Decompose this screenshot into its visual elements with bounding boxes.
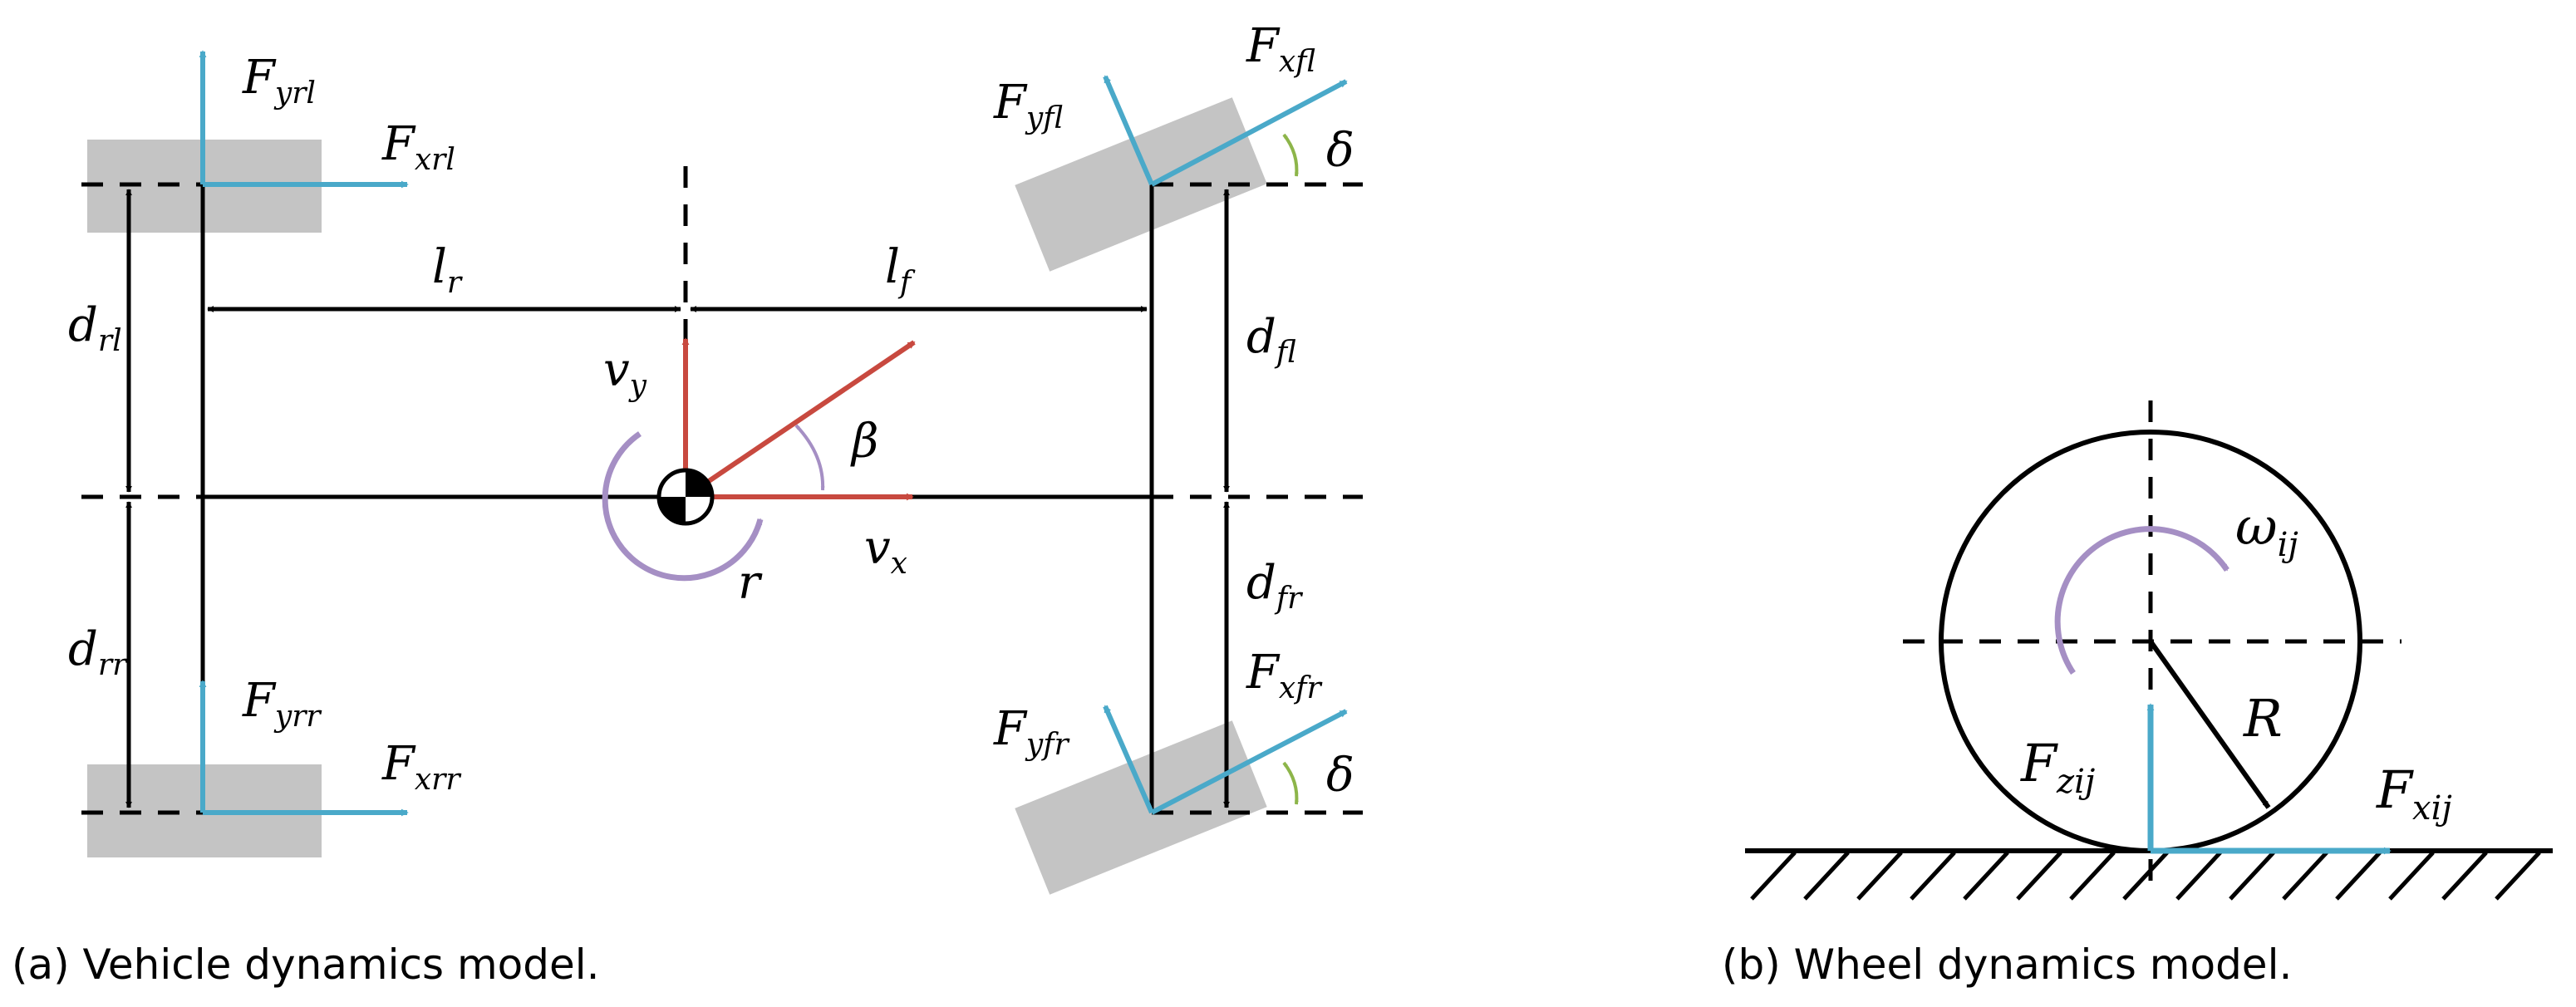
hatch-line — [2229, 851, 2275, 901]
label-dfr: dfr — [1246, 556, 1303, 616]
hatch-line — [1803, 851, 1850, 901]
steer-arc-front-right — [1282, 761, 1299, 805]
label-delta-front-right: δ — [1326, 749, 1354, 803]
hatch-line — [2335, 851, 2382, 901]
label-dfl: dfl — [1246, 310, 1296, 370]
label-fz: Fzij — [2020, 733, 2095, 801]
caption-vehicle: (a) Vehicle dynamics model. — [12, 941, 600, 989]
hatch-line — [1910, 851, 1956, 901]
vehicle-model: Fyrl Fxrl Fyrr Fxrr Fxfl Fyfl Fxfr Fyfr … — [12, 19, 1363, 989]
dimension-arrows — [125, 189, 1230, 808]
tire-front-left — [1015, 97, 1267, 272]
tire-front-right — [1015, 720, 1267, 895]
hatch-line — [2122, 851, 2169, 901]
velocity-arrow — [684, 340, 916, 499]
label-fyfl: Fyfl — [993, 76, 1063, 135]
label-vy: vy — [603, 343, 647, 403]
hatch-line — [2016, 851, 2062, 901]
yaw-rate-arrow — [602, 431, 764, 582]
radius-arrow — [2148, 640, 2271, 809]
label-fxrl: Fxrl — [381, 117, 455, 177]
ground-hatching — [1750, 851, 2541, 901]
label-drr: drr — [68, 622, 128, 682]
label-fyrl: Fyrl — [242, 51, 316, 111]
fxfr-arrow — [1150, 709, 1348, 815]
hatch-line — [2495, 851, 2541, 901]
label-lf: lf — [885, 240, 916, 300]
hatch-line — [2175, 851, 2222, 901]
hatch-line — [2388, 851, 2435, 901]
fyfr-arrow — [1103, 705, 1154, 814]
label-fx: Fxij — [2376, 759, 2452, 828]
label-delta-front-left: δ — [1326, 124, 1354, 178]
label-fxfr: Fxfr — [1246, 646, 1322, 705]
label-beta: β — [850, 415, 878, 469]
steer-arc-front-left — [1282, 133, 1299, 177]
hatch-line — [2282, 851, 2328, 901]
label-lr: lr — [432, 240, 463, 300]
angular-velocity-arrow — [2054, 526, 2229, 675]
label-vx: vx — [864, 521, 907, 581]
label-fyfr: Fyfr — [993, 702, 1070, 762]
hatch-line — [1856, 851, 1903, 901]
label-fxfl: Fxfl — [1246, 19, 1315, 79]
caption-wheel: (b) Wheel dynamics model. — [1722, 941, 2292, 989]
label-fxrr: Fxrr — [381, 737, 461, 797]
steer-arcs — [1282, 133, 1299, 805]
beta-arc — [794, 424, 825, 491]
wheel-model: ωij R Fzij Fxij (b) Wheel dynamics model… — [1722, 400, 2553, 989]
hatch-line — [2441, 851, 2488, 901]
label-yaw-rate: r — [738, 556, 763, 610]
velocity-vectors — [681, 337, 916, 501]
label-fyrr: Fyrr — [242, 674, 322, 734]
hatch-line — [1963, 851, 2009, 901]
hatch-line — [2069, 851, 2116, 901]
tire-forces — [199, 50, 1348, 817]
fxfl-arrow — [1150, 79, 1348, 187]
fyfl-arrow — [1103, 75, 1154, 186]
hatch-line — [1750, 851, 1797, 901]
center-of-gravity-icon — [656, 468, 715, 526]
label-drl: drl — [68, 298, 122, 358]
label-omega: ωij — [2235, 496, 2298, 564]
label-radius: R — [2243, 688, 2283, 749]
